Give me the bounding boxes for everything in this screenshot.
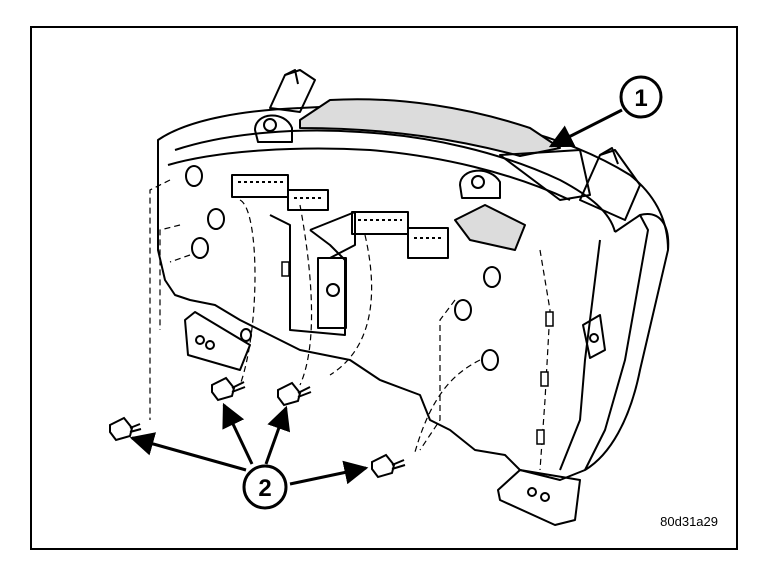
- figure-border: [30, 26, 738, 550]
- callout-2-label: 2: [258, 475, 271, 502]
- figure-code: 80d31a29: [660, 514, 718, 529]
- leader-arrow-2c: [264, 405, 291, 465]
- leader-arrow-2d: [289, 460, 369, 486]
- screw-icon: [371, 453, 406, 479]
- harness-clips: [281, 261, 554, 445]
- callout-1: 1: [619, 75, 663, 119]
- screw-icons: [109, 376, 406, 479]
- screw-bosses: [185, 165, 501, 371]
- harness-lines: [149, 179, 551, 471]
- leader-arrow-1: [548, 108, 623, 148]
- callout-2: 2: [242, 464, 288, 510]
- cluster-housing: [157, 69, 670, 526]
- leader-arrow-2b: [222, 402, 254, 465]
- screw-icon: [211, 376, 246, 402]
- leader-arrow-2a: [129, 432, 247, 472]
- leader-arrows: [129, 108, 623, 486]
- screw-icon: [277, 381, 312, 407]
- screw-icon: [109, 416, 142, 442]
- callout-1-label: 1: [634, 85, 647, 112]
